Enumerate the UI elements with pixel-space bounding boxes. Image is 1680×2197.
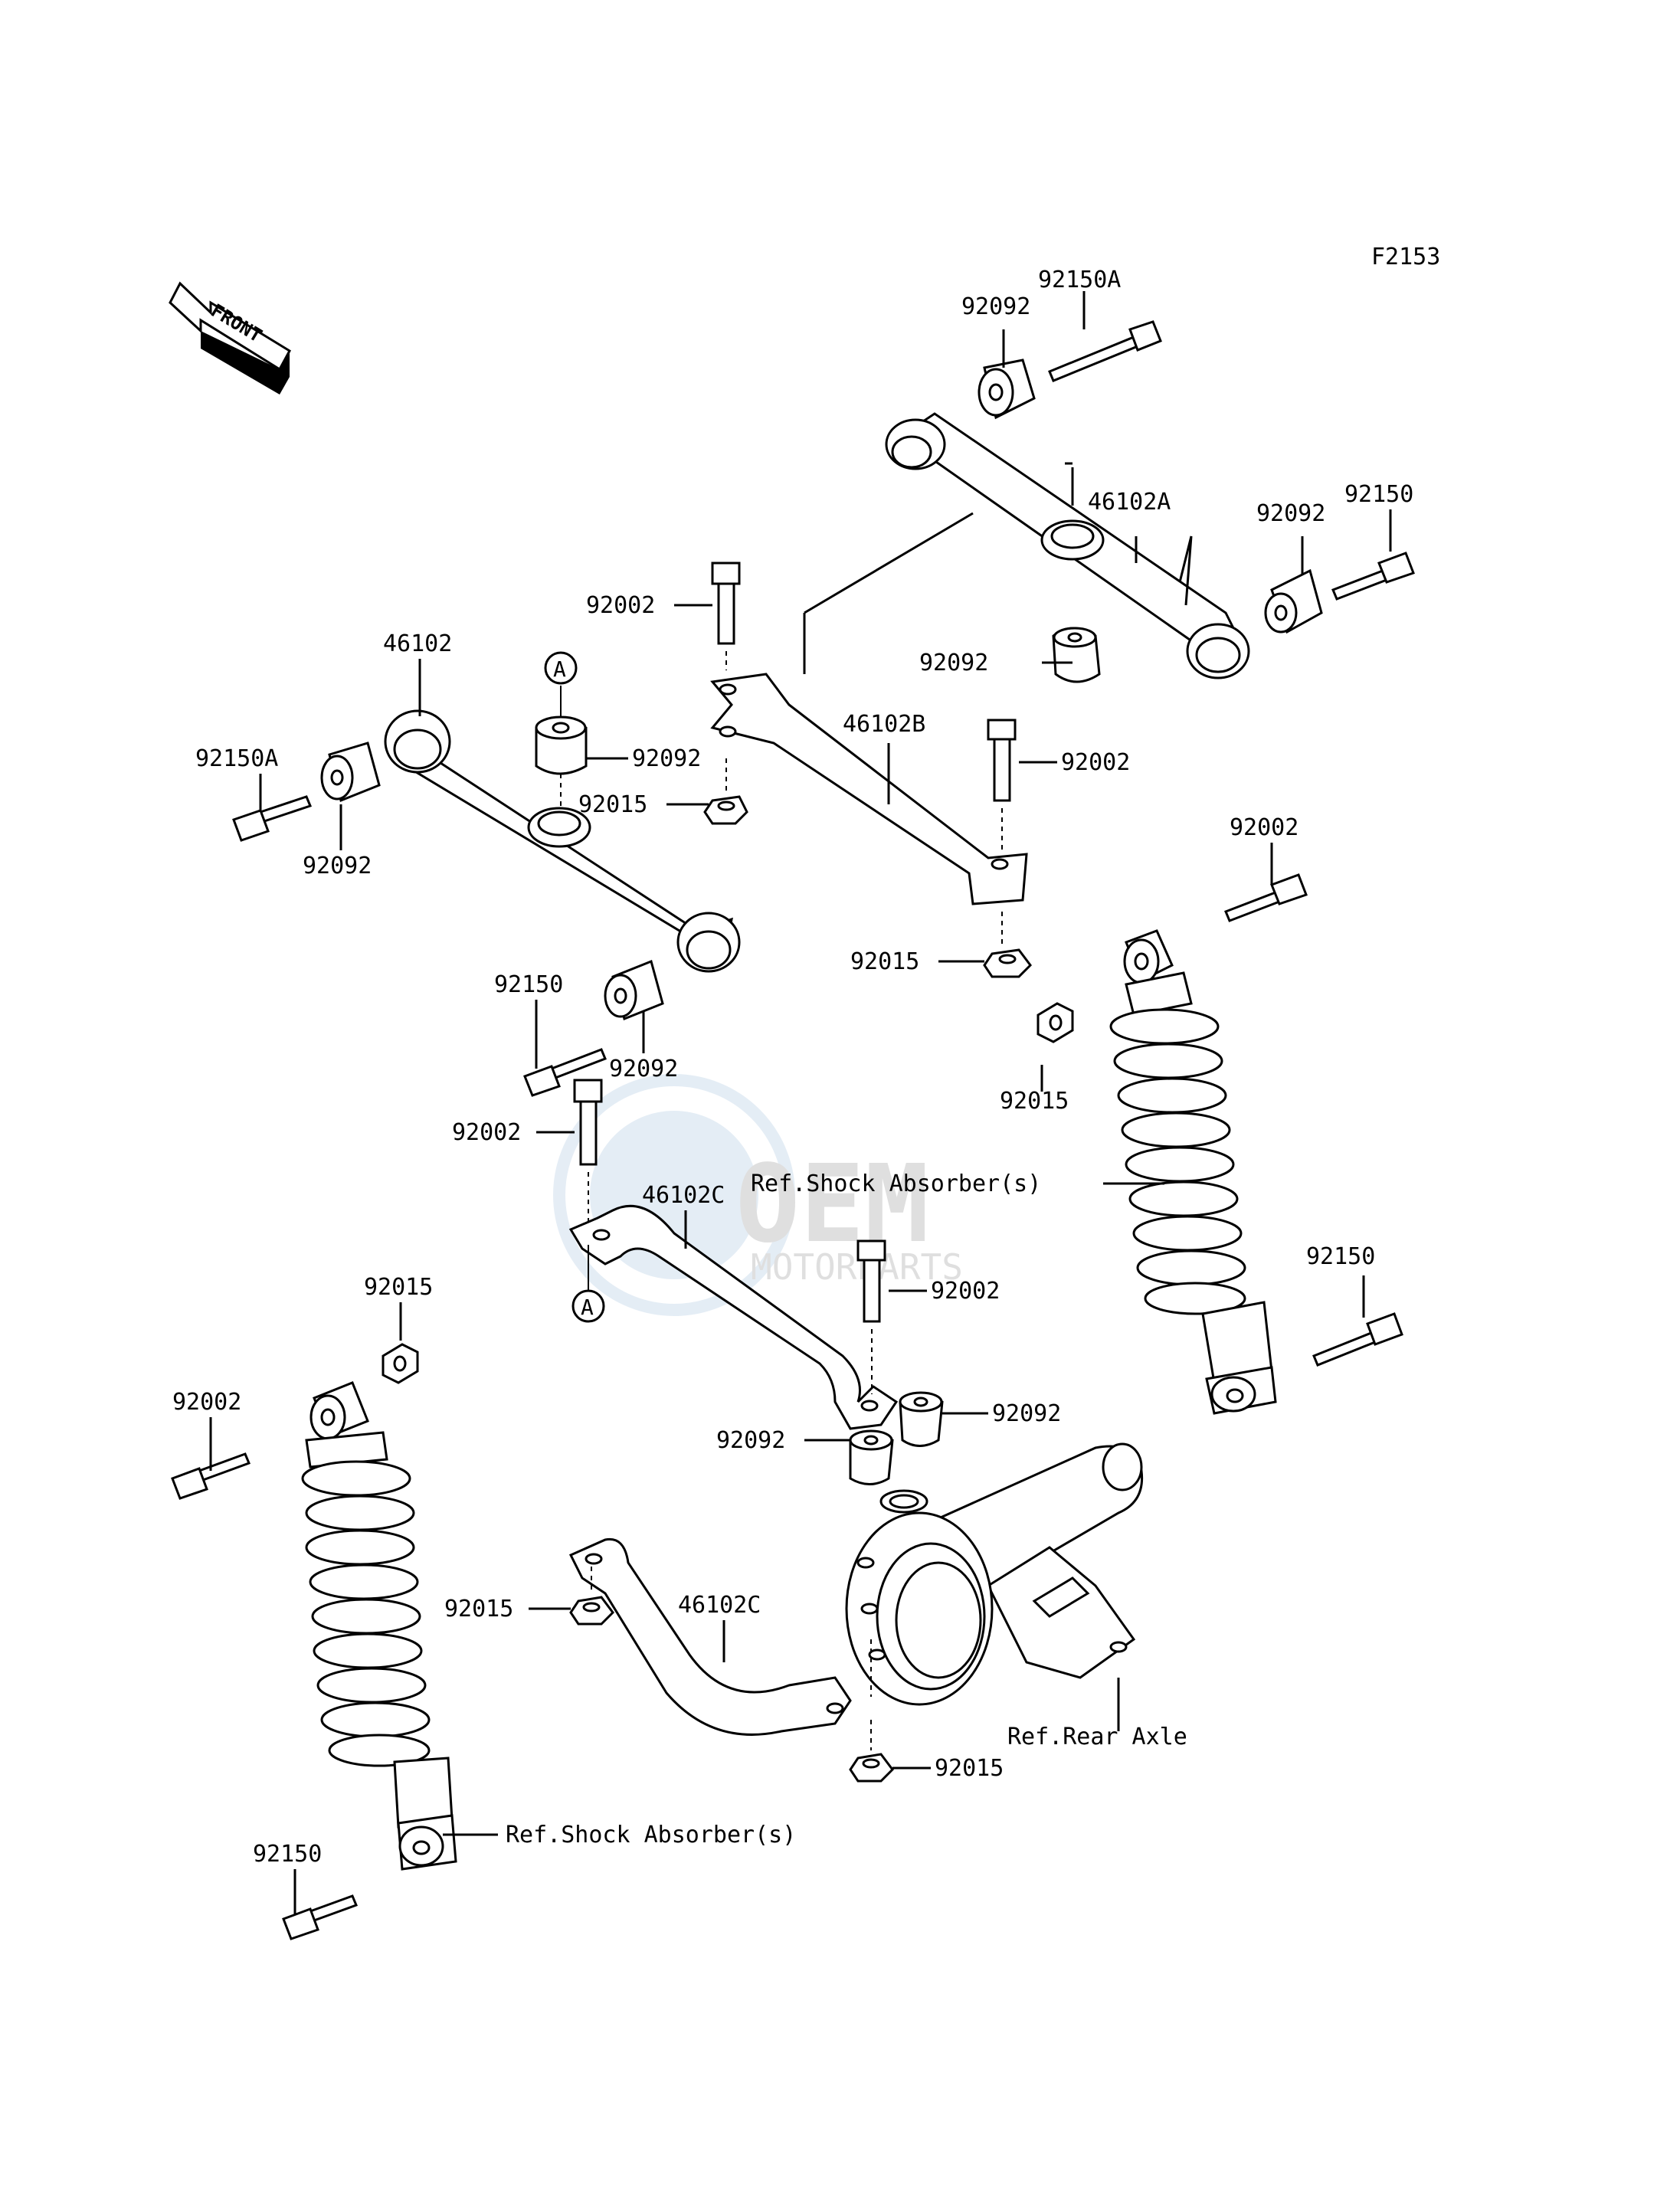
label-92092-c: 92092: [716, 1427, 785, 1454]
label-92092-a: 92092: [632, 745, 701, 772]
label-92015-d: 92015: [364, 1274, 433, 1301]
label-92015-f: 92015: [935, 1755, 1004, 1782]
label-92002-d: 92002: [452, 1119, 521, 1146]
label-46102C-top: 46102C: [642, 1182, 725, 1209]
bolt-92150-shock-right: [1312, 1312, 1403, 1367]
label-92150A-left: 92150A: [195, 745, 278, 772]
stabilizer-46102C-bottom: [568, 1537, 852, 1736]
bolt-92150A-left: [232, 795, 313, 842]
bushing-92092-b: [849, 1429, 894, 1485]
bolt-92150-right: [1331, 552, 1415, 601]
bolt-92150-bottom: [282, 1894, 358, 1940]
marker-a-bottom: A: [571, 1289, 605, 1323]
shock-absorber-left: [301, 1381, 457, 1871]
bolt-92002-c: [1224, 873, 1308, 922]
stabilizer-46102C-top: [568, 1204, 899, 1430]
bolt-92002-b: [987, 719, 1017, 802]
label-92015-e: 92015: [444, 1596, 513, 1622]
bolt-92002-f: [171, 1452, 251, 1500]
bolt-92002-top: [711, 562, 741, 645]
nut-92015-e: [569, 1596, 614, 1626]
watermark: OEM MOTORPARTS: [553, 1074, 963, 1316]
label-92092-right: 92092: [1256, 500, 1325, 527]
label-92015-b: 92015: [850, 948, 919, 975]
bushing-92092-lower: [604, 959, 664, 1021]
bolt-92002-d: [573, 1079, 603, 1166]
label-92002-c: 92002: [1230, 814, 1298, 841]
bolt-92150A-top: [1048, 320, 1162, 382]
bushing-92092-right: [1264, 568, 1323, 634]
label-92150-shock-right: 92150: [1306, 1243, 1375, 1270]
nut-92015-a: [703, 795, 748, 825]
watermark-main: OEM: [735, 1142, 929, 1267]
marker-a-top: A: [544, 651, 578, 685]
label-92092-b: 92092: [992, 1400, 1061, 1427]
bushing-92092-mid-right: [1052, 627, 1101, 683]
label-92150-bottom: 92150: [253, 1841, 322, 1868]
watermark-sub: MOTORPARTS: [751, 1246, 963, 1288]
bushing-92092-c: [899, 1391, 944, 1447]
nut-92015-b: [983, 948, 1032, 978]
shock-absorber-right: [1109, 929, 1277, 1415]
label-92015-a: 92015: [578, 791, 647, 818]
bolt-92150-left: [523, 1048, 607, 1097]
label-ref-shock-left: Ref.Shock Absorber(s): [506, 1822, 796, 1848]
front-arrow-icon: FRONT: [169, 281, 291, 395]
bushing-92092-top: [978, 359, 1036, 420]
label-92150-left: 92150: [494, 971, 563, 998]
label-92150-right: 92150: [1344, 481, 1413, 508]
leader-lines: [209, 291, 1392, 1915]
label-92092-left: 92092: [303, 853, 372, 879]
label-92002-top: 92002: [586, 592, 655, 619]
label-92002-f: 92002: [172, 1389, 241, 1416]
label-46102: 46102: [383, 630, 452, 657]
svg-text:A: A: [553, 656, 566, 682]
nut-92015-d: [382, 1343, 419, 1384]
label-92092-mid-right: 92092: [919, 650, 988, 676]
arm-46102: [384, 709, 741, 973]
bushing-92092-left: [320, 742, 381, 803]
label-92092-top: 92092: [961, 293, 1030, 320]
label-92002-e: 92002: [931, 1278, 1000, 1305]
bushing-92092-a: [535, 715, 588, 775]
label-92092-lower: 92092: [609, 1056, 678, 1082]
label-46102B: 46102B: [843, 711, 925, 738]
nut-92015-c: [1036, 1002, 1074, 1043]
label-ref-shock-right: Ref.Shock Absorber(s): [751, 1171, 1041, 1197]
label-ref-rear-axle: Ref.Rear Axle: [1007, 1724, 1187, 1750]
rear-axle: [845, 1442, 1144, 1706]
label-46102A: 46102A: [1088, 489, 1171, 516]
label-46102C-bottom: 46102C: [678, 1592, 761, 1619]
figure-code: F2153: [1371, 244, 1440, 270]
arm-46102B: [710, 673, 1028, 905]
arm-46102A: [885, 412, 1250, 679]
nut-92015-f: [849, 1753, 894, 1783]
label-92015-c: 92015: [1000, 1088, 1069, 1115]
label-92002-b: 92002: [1061, 749, 1130, 776]
svg-text:A: A: [581, 1295, 594, 1320]
label-92150A-top: 92150A: [1038, 267, 1121, 293]
bolt-92002-e: [856, 1239, 886, 1323]
